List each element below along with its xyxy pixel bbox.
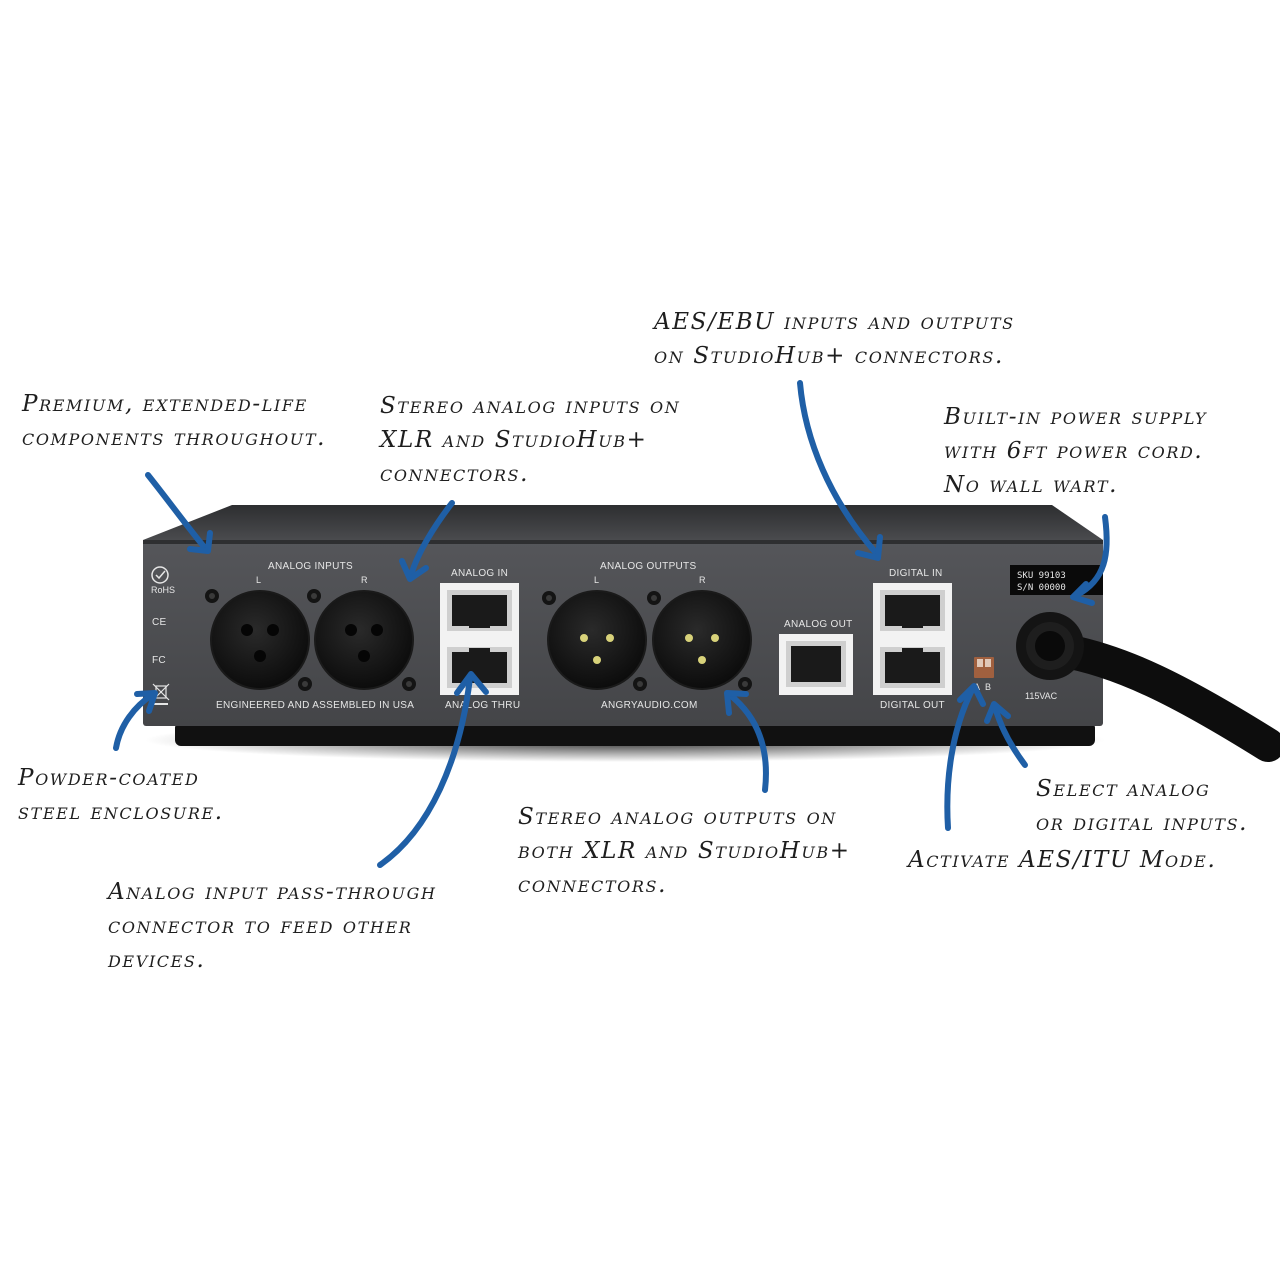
arrow-stereo-inputs-head-icon [399,558,429,582]
xlr-input-left[interactable] [210,590,310,690]
website-label: ANGRYAUDIO.COM [601,700,698,711]
annotation-line: with 6ft power cord. [944,438,1204,464]
annotation-line: No wall wart. [944,472,1119,498]
screw-in-3 [298,677,312,691]
digital-out-port[interactable] [880,647,945,688]
arrow-power-head-icon [1070,581,1095,606]
analog-in-port[interactable] [447,590,512,631]
annotation-aes-ebu: AES/EBU inputs and outputs on StudioHub+… [654,305,1015,373]
annotation-components: Premium, extended-life components throug… [22,387,326,455]
screw-out-1 [542,591,556,605]
analog-out-label: ANALOG OUT [784,619,853,630]
arrow-components-icon [145,472,208,551]
annotation-line: Select analog [1036,776,1211,802]
analog-thru-port[interactable] [447,647,512,688]
annotation-line: Powder-coated [18,765,200,791]
annotation-line: both XLR and StudioHub+ [518,838,851,864]
arrow-stereo-outputs-head-icon [724,690,749,716]
annotation-line: connectors. [380,461,529,487]
annotation-stereo-inputs: Stereo analog inputs on XLR and StudioHu… [380,389,680,491]
arrow-enclosure-head-icon [134,690,158,714]
analog-outputs-label: ANALOG OUTPUTS [600,561,696,572]
digital-out-label: DIGITAL OUT [880,700,945,711]
engineered-label: ENGINEERED AND ASSEMBLED IN USA [216,700,414,711]
annotation-line: connectors. [518,872,667,898]
screw-in-1 [205,589,219,603]
xlr-output-right[interactable] [652,590,752,690]
screw-out-4 [738,677,752,691]
screw-out-2 [647,591,661,605]
annotation-line: Stereo analog inputs on [380,393,681,419]
annotation-line: components throughout. [22,425,327,451]
annotation-aes-itu: Activate AES/ITU Mode. [908,843,1216,877]
annotation-line: devices. [108,947,206,973]
annotation-line: XLR and StudioHub+ [380,427,648,453]
annotation-line: AES/EBU inputs and outputs [654,309,1015,335]
rohs-icon: RoHS [151,566,175,595]
annotation-select-inputs: Select analog or digital inputs. [1036,772,1248,840]
voltage-label: 115VAC [1025,691,1058,701]
power-inlet [1016,612,1084,680]
arrow-stereo-inputs-icon [408,500,455,578]
analog-outputs-l-label: L [594,575,599,585]
annotation-line: connector to feed other [108,913,413,939]
screw-out-3 [633,677,647,691]
arrow-power-icon [1074,514,1110,598]
chassis-top [143,505,1103,540]
arrow-aes-ebu-icon [797,380,879,556]
annotation-line: Stereo analog outputs on [518,804,837,830]
arrow-select-inputs-head-icon [984,701,1011,724]
analog-inputs-label: ANALOG INPUTS [268,561,353,572]
arrow-select-inputs-icon [992,704,1028,768]
digital-in-port[interactable] [880,590,945,631]
arrow-components-head-icon [187,530,213,554]
annotation-line: or digital inputs. [1036,810,1249,836]
analog-outputs-r-label: R [699,575,706,585]
analog-inputs-l-label: L [256,575,261,585]
arrows [113,380,1110,868]
arrow-enclosure-icon [113,692,155,751]
serial-number-text: S/N 00000 [1017,583,1066,593]
arrow-stereo-outputs-icon [727,692,769,793]
arrow-aes-itu-icon [944,687,975,831]
arrow-aes-itu-head-icon [957,683,986,707]
fcc-mark: FC [152,655,166,666]
annotation-line: on StudioHub+ connectors. [654,343,1004,369]
annotation-stereo-outputs: Stereo analog outputs on both XLR and St… [518,800,851,902]
screw-in-4 [402,677,416,691]
sku-text: SKU 99103 [1017,571,1066,581]
annotation-line: Built-in power supply [944,404,1208,430]
panel-top-edge [143,540,1103,544]
analog-in-label: ANALOG IN [451,568,508,579]
xlr-output-left[interactable] [547,590,647,690]
base-shadow [175,722,1095,746]
arrow-aes-ebu-head-icon [855,534,883,561]
annotation-line: Activate AES/ITU Mode. [908,847,1217,873]
annotation-pass-through: Analog input pass-through connector to f… [108,875,437,977]
annotation-enclosure: Powder-coated steel enclosure. [18,761,224,829]
arrow-pass-through-head-icon [454,671,489,696]
analog-inputs-r-label: R [361,575,368,585]
ce-mark: CE [152,617,167,628]
dip-switch[interactable] [974,657,994,678]
annotation-line: Premium, extended-life [22,391,308,417]
annotation-line: Analog input pass-through [108,879,437,905]
switch-b-label: B [985,682,991,692]
xlr-input-right[interactable] [314,590,414,690]
svg-text:RoHS: RoHS [151,585,175,595]
arrow-pass-through-icon [377,675,473,868]
analog-thru-label: ANALOG THRU [445,700,520,711]
screw-in-2 [307,589,321,603]
digital-in-label: DIGITAL IN [889,568,943,579]
annotation-line: steel enclosure. [18,799,224,825]
analog-out-port[interactable] [779,634,853,695]
annotation-power-supply: Built-in power supply with 6ft power cor… [944,400,1207,502]
